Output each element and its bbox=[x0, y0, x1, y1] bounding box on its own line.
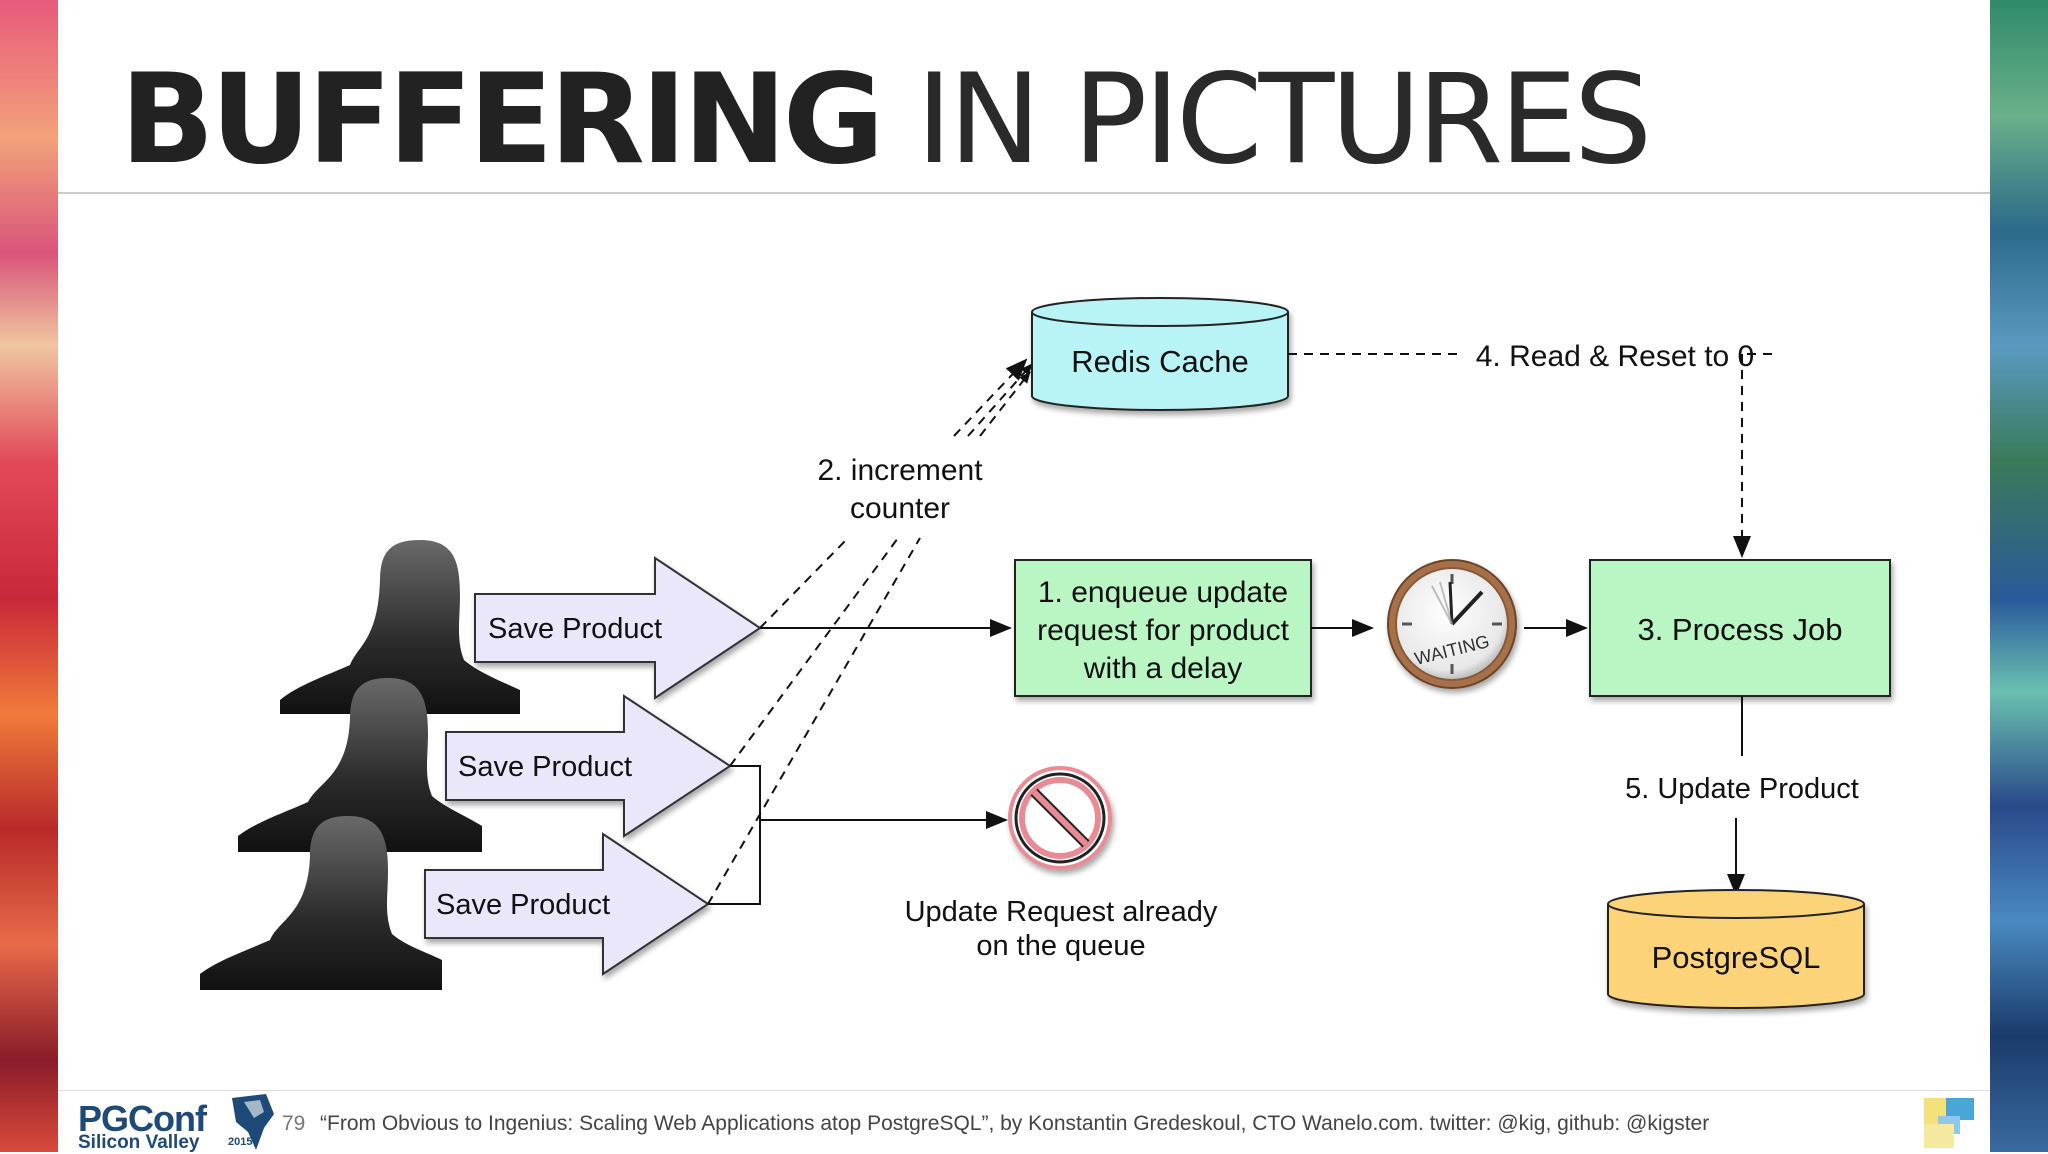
left-painted-border bbox=[0, 0, 58, 1152]
footer-divider bbox=[58, 1090, 1990, 1091]
no-entry-icon bbox=[1008, 766, 1112, 870]
elephant-icon bbox=[232, 1094, 274, 1150]
increment-label-line2: counter bbox=[850, 492, 950, 525]
logo-sub: Silicon Valley bbox=[78, 1132, 200, 1153]
read-reset-edge bbox=[1288, 353, 1772, 558]
redis-cache-label: Redis Cache bbox=[1071, 344, 1248, 379]
rejected-label-line2: on the queue bbox=[976, 930, 1145, 962]
person-silhouette-icon bbox=[238, 678, 482, 852]
enqueue-label-line1: 1. enqueue update bbox=[1038, 576, 1288, 609]
save-product-label-2: Save Product bbox=[458, 751, 632, 783]
save-product-arrow-3 bbox=[424, 832, 710, 976]
enqueue-node bbox=[1014, 559, 1312, 697]
logo-main: PGConf bbox=[78, 1098, 207, 1139]
slide: BUFFERING IN PICTURES bbox=[58, 0, 1990, 1153]
buffering-diagram: Save Product Save Product Save Product 2… bbox=[200, 297, 1891, 1009]
process-job-label: 3. Process Job bbox=[1637, 612, 1842, 647]
update-product-label: 5. Update Product bbox=[1625, 773, 1859, 805]
save-product-arrow-1 bbox=[474, 556, 762, 700]
redis-cache-node bbox=[1031, 297, 1289, 411]
postgresql-label: PostgreSQL bbox=[1652, 940, 1821, 975]
page-number: 79 bbox=[282, 1112, 306, 1135]
read-reset-label: 4. Read & Reset to 0 bbox=[1476, 340, 1755, 373]
corner-badge-icon bbox=[1924, 1098, 1974, 1148]
postgresql-node bbox=[1607, 889, 1865, 1009]
increment-label-line1: 2. increment bbox=[817, 454, 983, 487]
enqueue-label-line3: with a delay bbox=[1083, 652, 1242, 685]
rejection-bracket bbox=[708, 765, 761, 905]
slide-title: BUFFERING IN PICTURES bbox=[120, 58, 1652, 182]
title-light: IN PICTURES bbox=[915, 48, 1652, 192]
save-product-label-3: Save Product bbox=[436, 889, 610, 921]
pgconf-logo: PGConf Silicon Valley 2015 bbox=[78, 1092, 288, 1153]
save-product-arrow-2 bbox=[445, 694, 732, 838]
save-product-label-1: Save Product bbox=[488, 613, 662, 645]
clock-icon: WAITING bbox=[1387, 559, 1517, 689]
rejected-label-line1: Update Request already bbox=[905, 896, 1218, 928]
title-divider bbox=[58, 192, 1990, 194]
person-silhouette-icon bbox=[200, 816, 442, 990]
enqueue-label-line2: request for product bbox=[1037, 614, 1289, 647]
title-bold: BUFFERING bbox=[120, 48, 884, 192]
logo-year: 2015 bbox=[228, 1136, 253, 1148]
right-painted-border bbox=[1990, 0, 2048, 1152]
process-job-node bbox=[1589, 559, 1891, 697]
footer-credit: “From Obvious to Ingenius: Scaling Web A… bbox=[320, 1112, 1710, 1135]
increment-counter-edges bbox=[707, 358, 1033, 905]
person-silhouette-icon bbox=[280, 540, 520, 714]
